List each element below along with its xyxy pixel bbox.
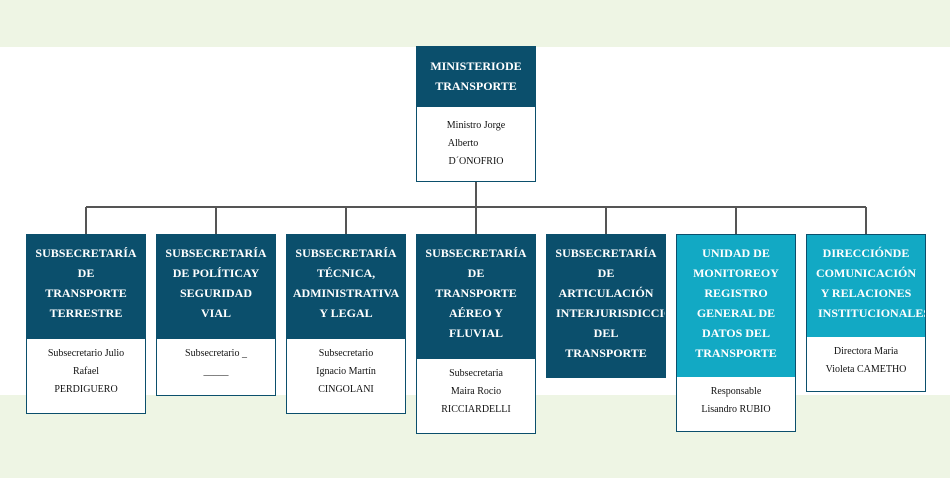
ministry-person: Ministro Jorge Alberto D´ONOFRIO — [417, 107, 535, 171]
unit-box-politica-seguridad-vial: SUBSECRETARÍA DE POLÍTICAY SEGURIDAD VIA… — [156, 234, 276, 396]
title-line: TÉCNICA, — [316, 266, 376, 280]
person-line: Subsecretario — [318, 348, 374, 359]
title-line: SEGURIDAD — [179, 286, 252, 300]
title-line: ADMINISTRATIVA — [292, 286, 400, 300]
unit-title: SUBSECRETARÍA DE POLÍTICAY SEGURIDAD VIA… — [157, 235, 275, 339]
unit-person: Subsecretario Ignacio Martín CINGOLANI — [287, 339, 405, 399]
person-line: _____ — [203, 366, 229, 377]
unit-person: Subsecretaria Maira Rocio RICCIARDELLI — [417, 359, 535, 419]
title-line: DIRECCIÓNDE — [822, 246, 910, 260]
title-line: SUBSECRETARÍA — [425, 246, 527, 260]
ministry-box: MINISTERIODE TRANSPORTE Ministro Jorge A… — [416, 46, 536, 182]
title-line: COMUNICACIÓN — [816, 266, 916, 280]
title-line: FLUVIAL — [448, 326, 503, 340]
unit-person: Subsecretario Julio Rafael PERDIGUERO — [27, 339, 145, 399]
title-line: ARTICULACIÓN — [558, 286, 654, 300]
title-line: TRANSPORTE — [435, 79, 517, 93]
unit-person: Responsable Lisandro RUBIO — [677, 377, 795, 419]
title-line: DE — [77, 266, 95, 280]
unit-title: SUBSECRETARÍA DE ARTICULACIÓN INTERJURIS… — [547, 235, 665, 377]
person-line: Maira Rocio — [450, 386, 502, 397]
unit-person: Directora Maria Violeta CAMETHO — [807, 337, 925, 379]
title-line: DE — [597, 266, 615, 280]
unit-title: SUBSECRETARÍA DE TRANSPORTE AÉREO Y FLUV… — [417, 235, 535, 359]
unit-box-transporte-aereo-fluvial: SUBSECRETARÍA DE TRANSPORTE AÉREO Y FLUV… — [416, 234, 536, 434]
title-line: Y RELACIONES — [820, 286, 912, 300]
person-line: Alberto — [447, 138, 479, 149]
title-line: DE — [467, 266, 485, 280]
title-line: GENERAL DE — [696, 306, 776, 320]
person-line: Ignacio Martín — [316, 366, 376, 377]
unit-box-articulacion-interjurisdiccional: SUBSECRETARÍA DE ARTICULACIÓN INTERJURIS… — [546, 234, 666, 378]
person-line: Violeta CAMETHO — [825, 364, 907, 375]
title-line: DEL — [593, 326, 619, 340]
title-line: DE POLÍTICAY — [172, 266, 260, 280]
person-line: PERDIGUERO — [54, 384, 118, 395]
unit-title: UNIDAD DE MONITOREOY REGISTRO GENERAL DE… — [677, 235, 795, 377]
person-line: Rafael — [72, 366, 100, 377]
title-line: MONITOREOY — [693, 266, 779, 280]
background-band-top — [0, 0, 950, 47]
person-line: Ministro Jorge — [446, 120, 506, 131]
title-line: TRANSPORTE — [45, 286, 127, 300]
unit-person: Subsecretario _ _____ — [157, 339, 275, 381]
person-line: Subsecretario _ — [185, 348, 247, 359]
title-line: SUBSECRETARÍA — [165, 246, 267, 260]
title-line: TRANSPORTE — [435, 286, 517, 300]
person-line: Directora Maria — [833, 346, 899, 357]
unit-box-monitoreo-registro-datos: UNIDAD DE MONITOREOY REGISTRO GENERAL DE… — [676, 234, 796, 432]
unit-title: SUBSECRETARÍA DE TRANSPORTE TERRESTRE — [27, 235, 145, 339]
title-line: UNIDAD DE — [702, 246, 770, 260]
person-line: D´ONOFRIO — [448, 156, 504, 167]
title-line: SUBSECRETARÍA — [295, 246, 397, 260]
title-line: TRANSPORTE — [695, 346, 777, 360]
unit-title: SUBSECRETARÍA TÉCNICA, ADMINISTRATIVA Y … — [287, 235, 405, 339]
title-line: VIAL — [200, 306, 231, 320]
person-line: Lisandro RUBIO — [701, 404, 771, 415]
title-line: DATOS DEL — [702, 326, 770, 340]
title-line: INSTITUCIONALES — [818, 306, 926, 320]
person-line: RICCIARDELLI — [441, 404, 511, 415]
person-line: Subsecretaria — [449, 368, 503, 379]
person-line: Responsable — [710, 386, 762, 397]
unit-box-comunicacion-relaciones: DIRECCIÓNDE COMUNICACIÓN Y RELACIONES IN… — [806, 234, 926, 392]
title-line: SUBSECRETARÍA — [555, 246, 657, 260]
unit-title: DIRECCIÓNDE COMUNICACIÓN Y RELACIONES IN… — [807, 235, 925, 337]
title-line: SUBSECRETARÍA — [35, 246, 137, 260]
ministry-title: MINISTERIODE TRANSPORTE — [417, 47, 535, 107]
unit-box-transporte-terrestre: SUBSECRETARÍA DE TRANSPORTE TERRESTRE Su… — [26, 234, 146, 414]
title-line: TERRESTRE — [49, 306, 123, 320]
title-line: TRANSPORTE — [565, 346, 647, 360]
title-line: INTERJURISDICCIONAL — [556, 306, 665, 320]
title-line: Y LEGAL — [319, 306, 373, 320]
person-line: Subsecretario Julio — [47, 348, 125, 359]
title-line: REGISTRO — [704, 286, 768, 300]
title-line: MINISTERIODE — [430, 59, 522, 73]
title-line: AÉREO Y — [449, 306, 503, 320]
person-line: CINGOLANI — [318, 384, 374, 395]
unit-box-tecnica-administrativa-legal: SUBSECRETARÍA TÉCNICA, ADMINISTRATIVA Y … — [286, 234, 406, 414]
